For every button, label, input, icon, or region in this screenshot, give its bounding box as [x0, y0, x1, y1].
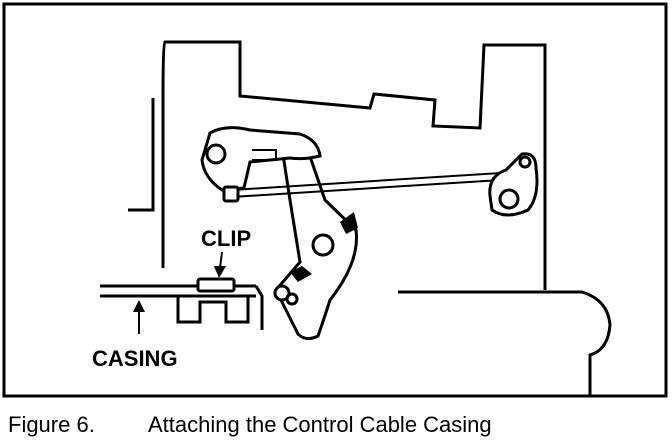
bracket-tab [254, 285, 264, 330]
clip-arrowhead [214, 266, 226, 278]
diagram-frame [2, 2, 668, 398]
spring-stop [340, 212, 358, 234]
carburetor-top-outline [161, 40, 547, 290]
upper-lever-slot [252, 149, 277, 161]
throttle-lever-pivot [311, 233, 335, 257]
figure-caption-text: Attaching the Control Cable Casing [148, 412, 492, 437]
carburetor-base-outline [398, 290, 612, 396]
right-arm-hole [498, 188, 520, 210]
casing-label: CASING [92, 346, 178, 371]
link-rod [231, 171, 517, 198]
clip-label: CLIP [201, 226, 251, 251]
figure-caption-number: Figure 6. [8, 412, 95, 437]
lever-pin [273, 284, 291, 302]
carburetor-body [128, 40, 612, 396]
carburetor-left-wall [128, 98, 155, 212]
cable-bracket [176, 296, 250, 324]
upper-lever-hole [205, 143, 227, 165]
casing-arrowhead [133, 300, 145, 312]
right-arm-pin [518, 155, 532, 169]
upper-lever [200, 126, 322, 192]
rod-ferrule [222, 185, 240, 203]
lever-detent [290, 266, 312, 282]
lever-pin-small [285, 292, 299, 306]
clip-leader [219, 251, 223, 269]
cable-clip [196, 277, 236, 293]
